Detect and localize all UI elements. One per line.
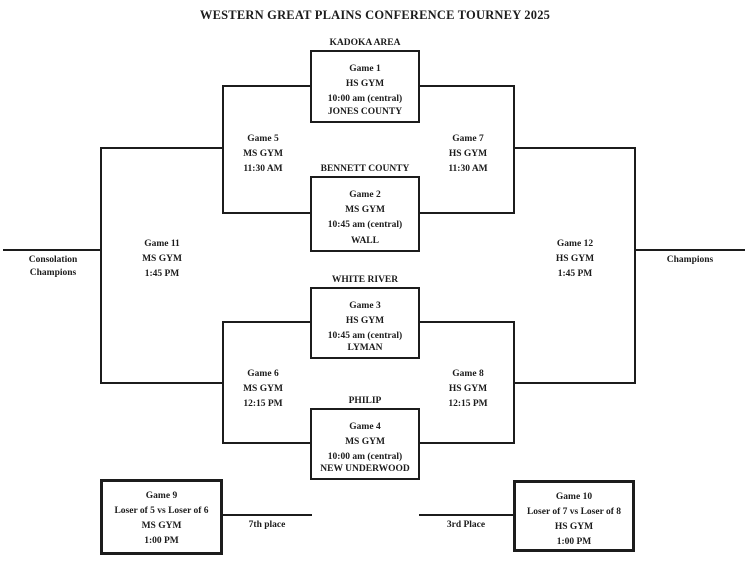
seventh-place-label: 7th place <box>248 520 286 530</box>
bracket-line-g7-join <box>513 85 515 214</box>
game-3-info: Game 3 HS GYM 10:45 am (central) <box>312 289 418 344</box>
game-7-label-block: Game 7 HS GYM 11:30 AM <box>418 132 518 177</box>
game-7-time: 11:30 AM <box>448 164 488 174</box>
game-11-label: Game 11 <box>144 239 180 249</box>
game-2-venue: MS GYM <box>345 205 385 215</box>
bracket-line-g3-left <box>222 321 310 323</box>
team-new-underwood: NEW UNDERWOOD <box>320 464 410 474</box>
bracket-line-g1-right <box>420 85 514 87</box>
game-4-label: Game 4 <box>349 422 381 432</box>
game-1-info: Game 1 HS GYM 10:00 am (central) <box>312 52 418 107</box>
game-11-time: 1:45 PM <box>144 269 180 279</box>
bracket-line-g4-right <box>420 442 514 444</box>
bracket-line-g6-join <box>222 321 224 444</box>
game-12-venue: HS GYM <box>555 254 595 264</box>
game-1-time: 10:00 am (central) <box>327 94 403 104</box>
game-9-matchup: Loser of 5 vs Loser of 6 <box>114 506 209 516</box>
game-11-venue: MS GYM <box>142 254 182 264</box>
game-2-box: Game 2 MS GYM 10:45 am (central) WALL <box>310 176 420 252</box>
game-1-venue: HS GYM <box>345 79 385 89</box>
bracket-line-g8-out <box>513 382 635 384</box>
game-7-venue: HS GYM <box>448 149 488 159</box>
bracket-line-g1-left <box>222 85 310 87</box>
bracket-line-g3-right <box>420 321 514 323</box>
game-3-time: 10:45 am (central) <box>327 331 403 341</box>
game-4-time: 10:00 am (central) <box>327 452 403 462</box>
team-wall: WALL <box>351 236 379 246</box>
game-1-label: Game 1 <box>349 64 381 74</box>
game-10-time: 1:00 PM <box>556 537 592 547</box>
bracket-line-g5-join <box>222 85 224 214</box>
game-6-venue: MS GYM <box>243 384 283 394</box>
game-9-venue: MS GYM <box>141 521 182 531</box>
game-8-label: Game 8 <box>452 369 484 379</box>
team-jones-county: JONES COUNTY <box>327 107 403 117</box>
game-5-label: Game 5 <box>247 134 279 144</box>
game-9-label: Game 9 <box>145 491 178 501</box>
game-3-label: Game 3 <box>349 301 381 311</box>
bracket-line-g2-left <box>222 212 310 214</box>
third-place-label: 3rd Place <box>446 520 486 530</box>
game-9-box: Game 9 Loser of 5 vs Loser of 6 MS GYM 1… <box>100 479 223 555</box>
team-philip: PHILIP <box>348 396 382 406</box>
game-10-box: Game 10 Loser of 7 vs Loser of 8 HS GYM … <box>513 480 635 552</box>
bracket-line-g12-join <box>634 147 636 384</box>
team-kadoka-area: KADOKA AREA <box>329 38 401 48</box>
game-2-time: 10:45 am (central) <box>327 220 403 230</box>
bracket-line-g4-left <box>222 442 310 444</box>
game-12-label-block: Game 12 HS GYM 1:45 PM <box>525 237 625 282</box>
game-6-label: Game 6 <box>247 369 279 379</box>
third-place-line <box>419 514 514 516</box>
game-3-box: Game 3 HS GYM 10:45 am (central) LYMAN <box>310 287 420 359</box>
game-6-label-block: Game 6 MS GYM 12:15 PM <box>213 367 313 412</box>
bracket-line-g2-right <box>420 212 514 214</box>
game-6-time: 12:15 PM <box>243 399 283 409</box>
game-4-box: Game 4 MS GYM 10:00 am (central) NEW UND… <box>310 408 420 480</box>
team-bennett-county: BENNETT COUNTY <box>320 164 410 174</box>
bracket-line-consolation-out <box>3 249 100 251</box>
game-3-venue: HS GYM <box>345 316 385 326</box>
game-2-info: Game 2 MS GYM 10:45 am (central) <box>312 178 418 233</box>
game-2-label: Game 2 <box>349 190 381 200</box>
consolation-label-line2: Champions <box>29 268 77 278</box>
game-8-venue: HS GYM <box>448 384 488 394</box>
game-5-label-block: Game 5 MS GYM 11:30 AM <box>213 132 313 177</box>
game-10-matchup: Loser of 7 vs Loser of 8 <box>526 507 622 517</box>
game-5-time: 11:30 AM <box>243 164 283 174</box>
consolation-champions-label: Consolation Champions <box>3 254 103 280</box>
bracket-line-champions-out <box>634 249 745 251</box>
game-4-venue: MS GYM <box>345 437 385 447</box>
game-4-info: Game 4 MS GYM 10:00 am (central) <box>312 410 418 465</box>
seventh-place-line <box>223 514 312 516</box>
team-lyman: LYMAN <box>347 343 383 353</box>
consolation-label-line1: Consolation <box>28 255 78 265</box>
game-10-label: Game 10 <box>555 492 593 502</box>
champions-label: Champions <box>666 255 714 265</box>
team-white-river: WHITE RIVER <box>331 275 399 285</box>
bracket-line-g7-out <box>513 147 635 149</box>
game-8-label-block: Game 8 HS GYM 12:15 PM <box>418 367 518 412</box>
bracket-line-g11-join <box>100 147 102 384</box>
game-12-time: 1:45 PM <box>557 269 593 279</box>
game-10-info: Game 10 Loser of 7 vs Loser of 8 HS GYM … <box>516 483 632 550</box>
game-10-venue: HS GYM <box>554 522 594 532</box>
game-5-venue: MS GYM <box>243 149 283 159</box>
game-7-label: Game 7 <box>452 134 484 144</box>
game-9-time: 1:00 PM <box>144 536 179 546</box>
game-8-time: 12:15 PM <box>448 399 488 409</box>
game-1-box: Game 1 HS GYM 10:00 am (central) JONES C… <box>310 50 420 123</box>
bracket-line-g6-out <box>100 382 222 384</box>
game-9-info: Game 9 Loser of 5 vs Loser of 6 MS GYM 1… <box>103 482 220 549</box>
game-12-label: Game 12 <box>556 239 594 249</box>
page-title: WESTERN GREAT PLAINS CONFERENCE TOURNEY … <box>199 8 551 22</box>
bracket-line-g5-out <box>100 147 222 149</box>
game-11-label-block: Game 11 MS GYM 1:45 PM <box>112 237 212 282</box>
